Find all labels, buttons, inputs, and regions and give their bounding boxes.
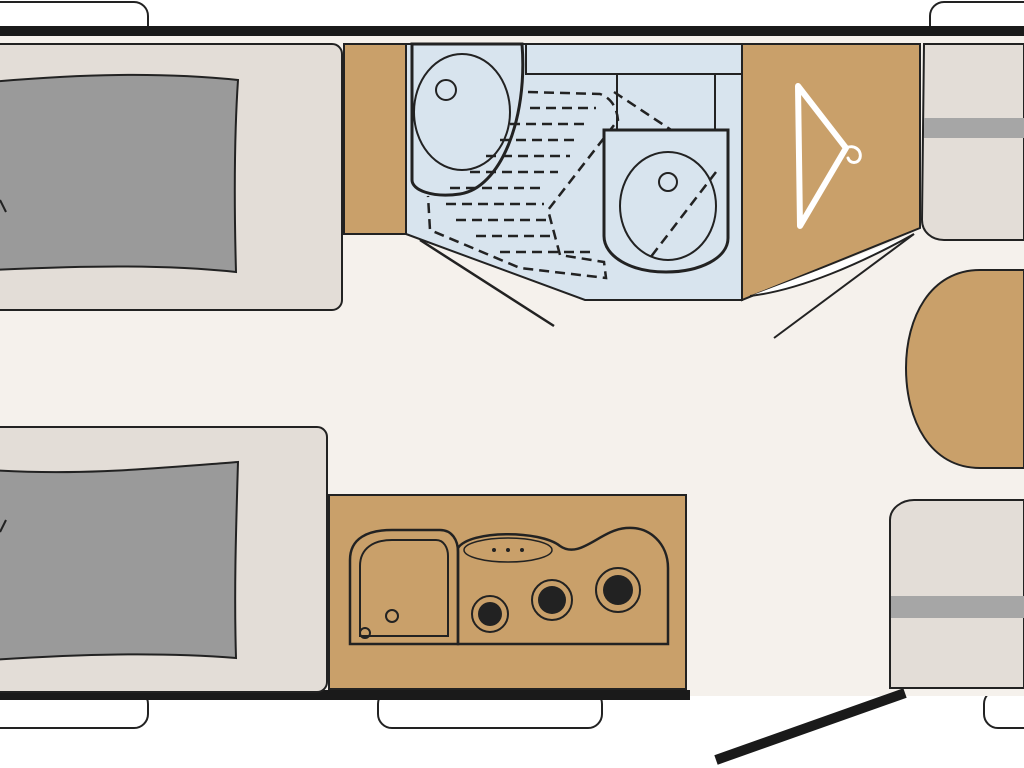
burners: [471, 567, 641, 633]
hob-icon: [456, 526, 670, 646]
control-knob: [520, 548, 524, 552]
toilet-bowl: [619, 151, 717, 261]
burner-icon: [595, 567, 641, 613]
sink-drain: [385, 609, 399, 623]
door-icon: [773, 233, 915, 339]
dinette-seat-lower: [889, 499, 1024, 689]
washbasin-bowl: [413, 53, 511, 171]
burner-core: [478, 602, 502, 626]
wardrobe-door: [749, 233, 915, 339]
burner-icon: [471, 595, 509, 633]
bed-upper: [0, 43, 343, 311]
hanger-frame: [795, 83, 849, 229]
table-icon: [904, 269, 1024, 469]
wardrobe-door-arc: [749, 233, 915, 297]
door-icon: [714, 688, 907, 765]
walls: [0, 26, 1024, 765]
shower-outline: [426, 90, 620, 280]
hob-control-panel: [463, 537, 553, 563]
bathroom-cabinet: [525, 43, 743, 75]
bed-icon: [0, 460, 240, 661]
bathroom-icon: [405, 42, 743, 301]
wardrobe-icon: [741, 43, 921, 339]
sink-basin: [359, 539, 449, 637]
toilet-flush: [658, 172, 678, 192]
seat-stripe: [924, 118, 1024, 138]
bathroom-wall-panel: [343, 43, 407, 235]
bathroom-door: [419, 238, 555, 328]
bed-fold-mark: [0, 519, 7, 533]
control-knob: [506, 548, 510, 552]
toilet-dash-overlay: [649, 171, 717, 259]
clothes-hanger-icon: [795, 83, 862, 229]
control-knob: [492, 548, 496, 552]
burner-core: [603, 575, 633, 605]
burner-core: [538, 586, 566, 614]
top-wall: [0, 26, 1024, 36]
dinette-seat-upper: [920, 43, 1024, 241]
bed-icon: [0, 73, 240, 274]
tap-hole: [359, 627, 371, 639]
kitchen-icon: [328, 494, 687, 690]
seat-stripe: [891, 596, 1024, 618]
bed-lower: [0, 426, 328, 693]
washbasin-drain: [435, 79, 457, 101]
burner-icon: [531, 579, 573, 621]
bed-fold-mark: [0, 199, 7, 213]
door-icon: [419, 238, 555, 328]
dinette-icon: [889, 43, 1024, 689]
bottom-wall: [0, 690, 690, 700]
hanger-hook: [844, 145, 862, 164]
